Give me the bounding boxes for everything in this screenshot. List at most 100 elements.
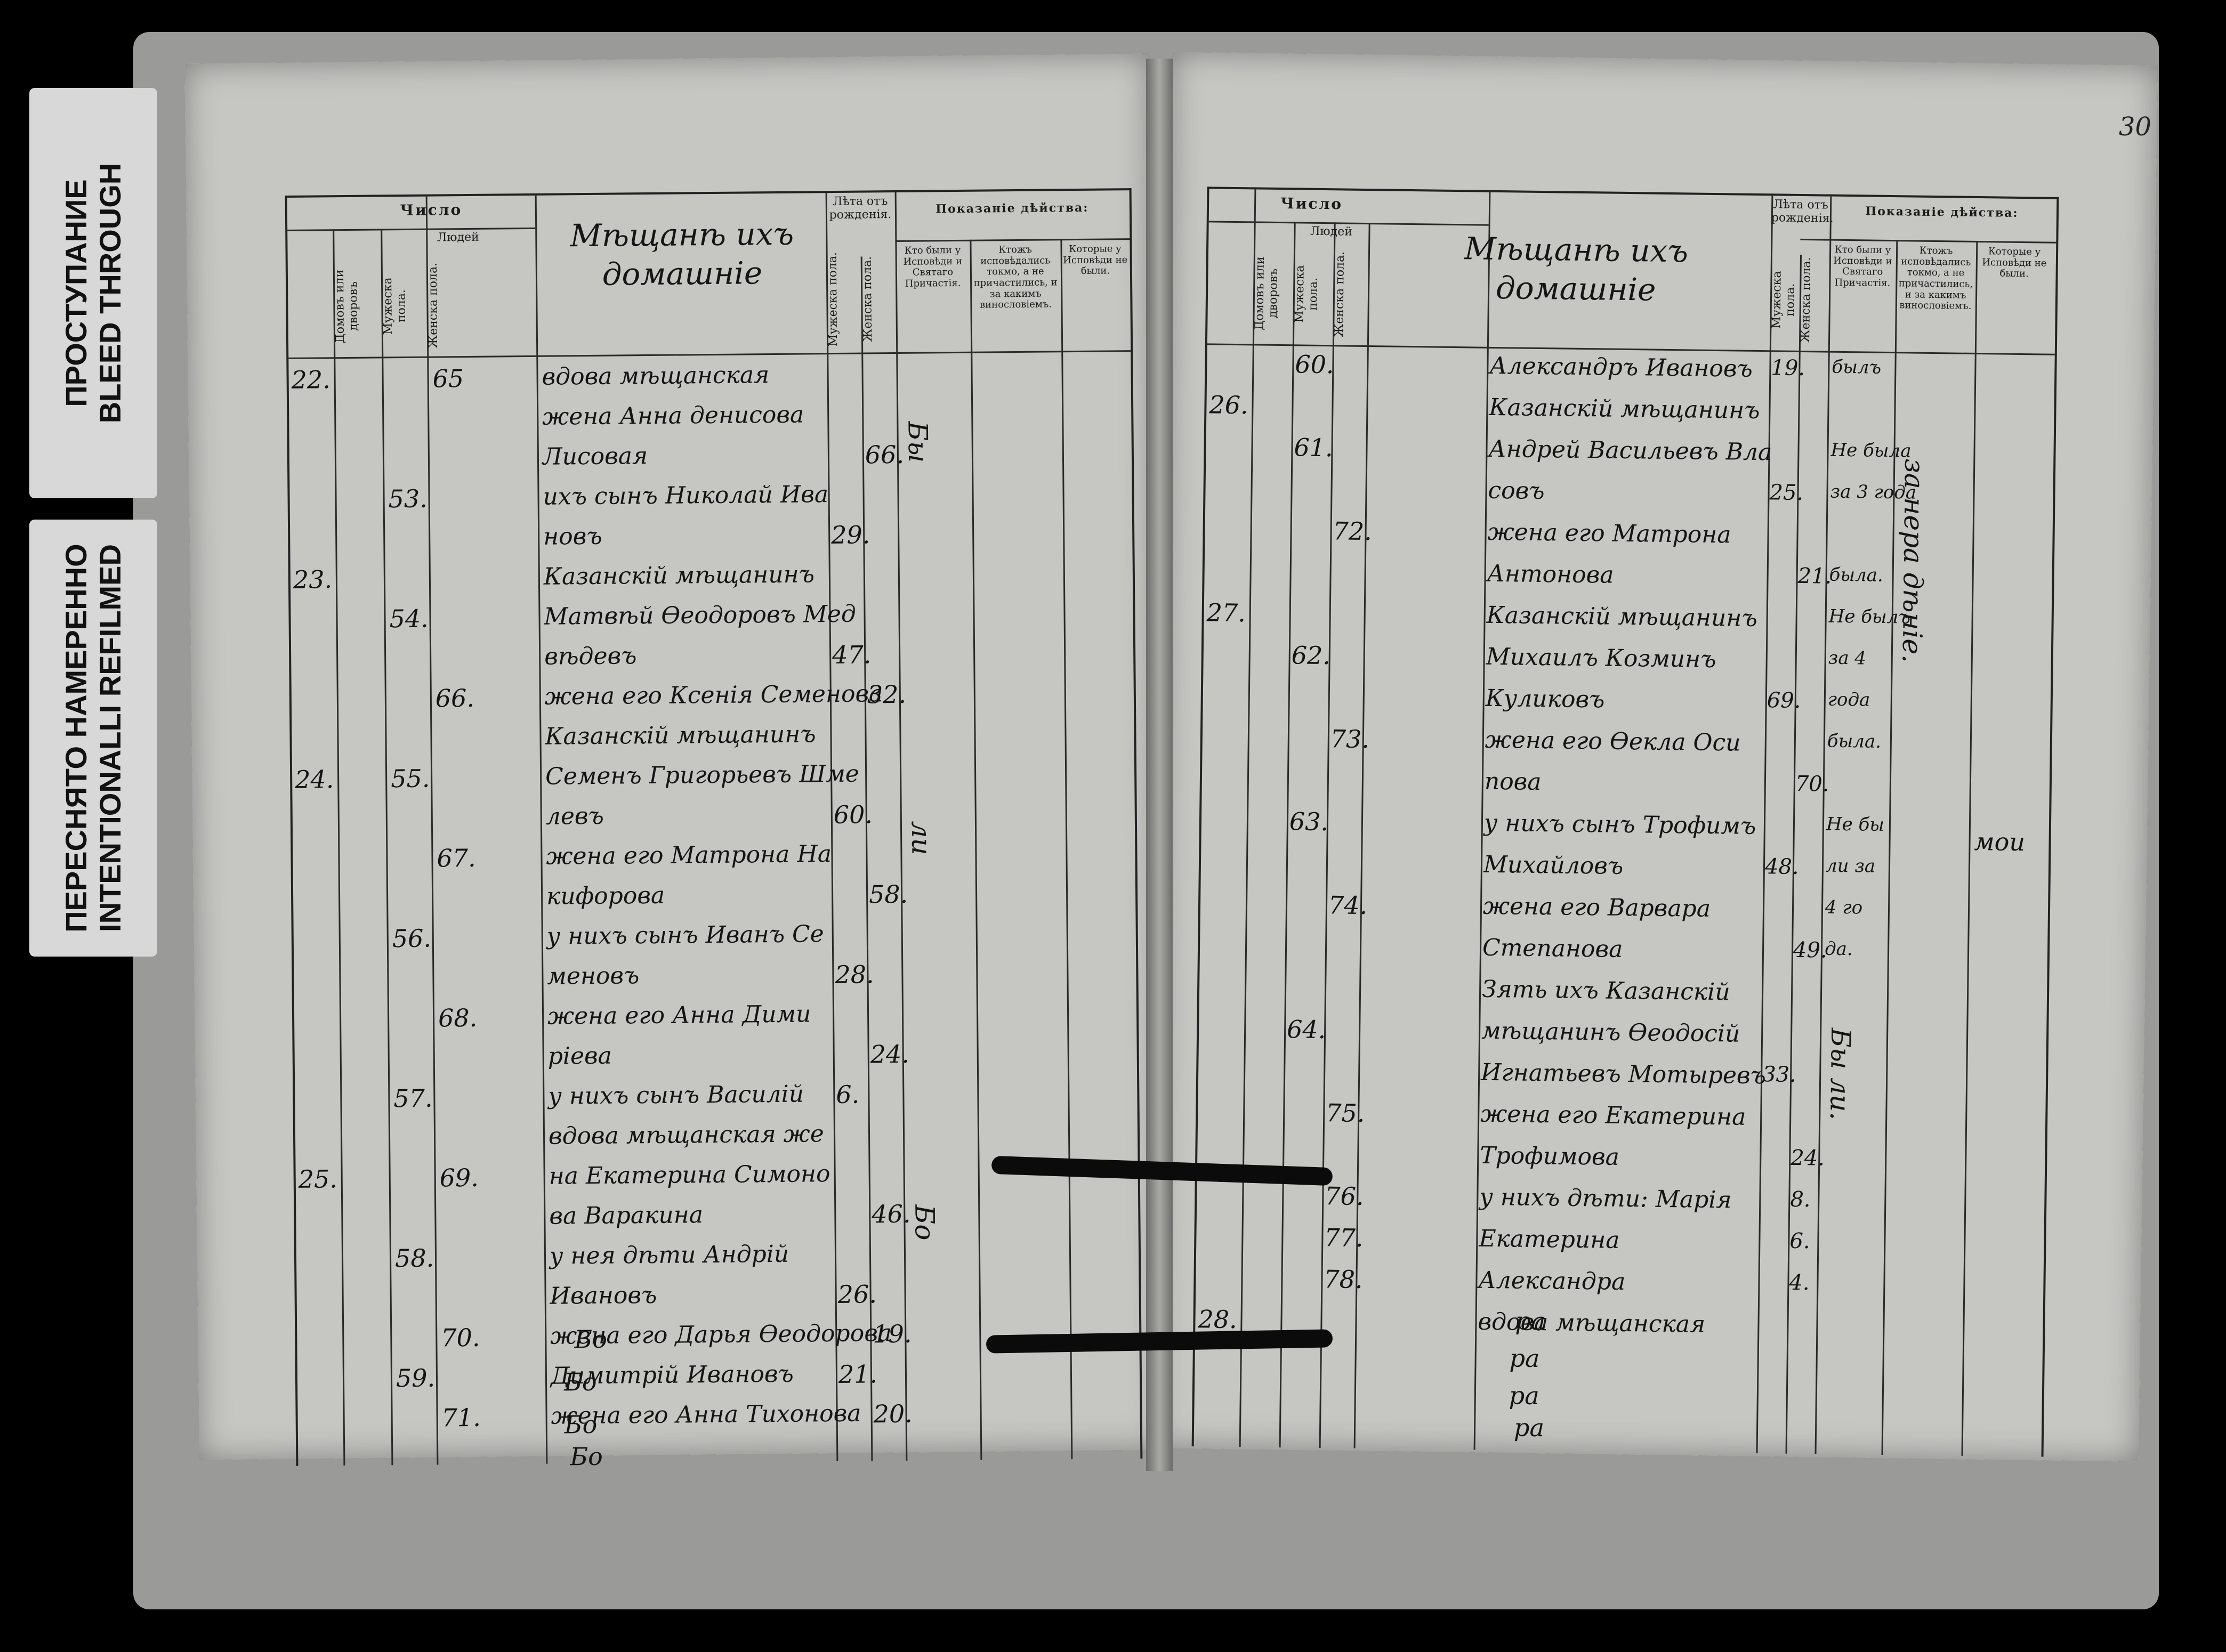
page-title: Мѣщанѣ ихъ домашніе [570,215,794,293]
person-name: Степанова [1482,934,1623,963]
attendance-note: была. [1827,730,1882,752]
person-name: жена его Анна Дими [547,1000,811,1030]
ledger-row: 64.мѣщанинъ Өеодосій [1199,1014,2047,1061]
header-leta: Лѣта отъ рожденія. [1771,198,1834,225]
person-name: жена его Екатерина [1480,1100,1746,1131]
header-rule [1800,238,2056,244]
note-ra: ра [1513,1413,1545,1443]
female-number: 76. [1325,1181,1364,1211]
person-name: у нихъ сынъ Трофимъ [1483,809,1756,840]
stamp-line: BLEED THROUGH [93,163,127,424]
attendance-note: за 4 [1828,647,1867,669]
person-name: ихъ сынъ Николай Ива [543,481,829,511]
person-name: ва Варакина [549,1201,704,1230]
person-name: Трофимова [1480,1141,1620,1171]
person-name: Матвѣй Өеодоровъ Мед [544,600,857,630]
margin-note: мои [1974,827,2026,857]
header-muzh-age: Мужеска пола. [1770,271,1797,329]
attendance-note: былъ [1832,356,1882,378]
ledger-row: Казанскій мѣщанинъ [292,718,1134,763]
header-kto-byli: Кто были у Исповѣди и Святаго Причастія. [903,244,963,289]
dvor-number: 24. [294,765,334,794]
female-number: 75. [1325,1098,1365,1128]
header-zhen-age: Женска пола. [1799,257,1813,343]
person-name: жена Анна денисова [542,401,804,431]
person-name: Казанскій мѣщанинъ [1489,393,1760,425]
person-name: вѣдевъ [544,642,637,670]
header-kotorye: Которые у Исповѣди не были. [1982,246,2047,280]
female-age: 24. [1791,1145,1825,1171]
female-number: 73. [1330,724,1370,754]
person-name: совъ [1488,476,1545,505]
female-age: 70. [1795,771,1829,797]
note-ra: ра [1509,1343,1540,1373]
female-number: 78. [1324,1265,1363,1294]
folio-number: 30 [2118,112,2151,142]
person-name: Александръ Ивановъ [1489,352,1753,383]
person-name: Казанскій мѣщанинъ [545,720,816,750]
person-name: Екатерина [1479,1225,1620,1254]
person-name: жена его Ксенія Семенова [544,680,883,710]
refilmed-stamp: ПЕРЕСНЯТО НАМЕРЕННО INTENTIONALLI REFILM… [29,520,157,957]
header-kto-ispov: Ктожъ исповѣдались токмо, а не причастил… [973,244,1058,311]
ledger-row: жена Анна денисова [289,398,1132,443]
person-name: Семенъ Григорьевъ Шме [545,760,860,790]
person-name: вдова мѣщанская [542,361,770,391]
person-name: жена его Варвара [1482,892,1711,922]
attendance-note: 4 го [1825,896,1863,919]
male-number: 54. [389,604,429,634]
female-number: 69. [439,1163,479,1193]
vertical-mark: за нера дѣніе. [1896,458,1930,663]
male-age: 26. [837,1280,877,1309]
person-name: на Екатерина Симоно [549,1160,830,1190]
stamp-line: ПРОСТУПАНИЕ [59,179,93,407]
header-pokazanie: Показаніе дѣйства: [1865,204,2019,220]
vertical-mark: ли [905,821,937,855]
male-number: 64. [1286,1015,1326,1044]
dvor-number: 25. [298,1164,338,1194]
header-dvorov: Домовъ или дворовъ [1253,256,1280,330]
header-leta: Лѣта отъ рожденія. [829,195,892,222]
female-age: 4. [1789,1270,1810,1295]
person-name: Александра [1478,1266,1626,1296]
male-age: 28. [835,960,874,990]
dvor-number: 22. [291,365,331,394]
female-number: 72. [1333,516,1373,546]
ledger-row: 26.Казанскій мѣщанинъ [1206,390,2054,438]
ledger-row: 54. Матвѣй Өеодоровъ Мед [291,598,1133,643]
male-number: 58. [394,1243,434,1273]
female-number: 68. [438,1003,478,1033]
male-age: 48. [1764,854,1799,879]
female-number: 65 [432,364,464,393]
attendance-note: Не бы [1826,813,1885,836]
note-ra: ра [1509,1381,1540,1411]
person-name: новъ [543,522,602,550]
male-age: 33. [1762,1062,1797,1087]
male-age: 21. [838,1359,878,1389]
ledger-row: 58.у нея дѣти Андрій [296,1237,1139,1282]
male-number: 62. [1291,641,1331,670]
vertical-mark: Бы ли. [1824,1027,1857,1121]
person-name: пова [1484,767,1542,796]
male-age: 19. [1771,355,1805,381]
attendance-note: года [1827,689,1870,711]
dvor-number: 28. [1198,1305,1238,1334]
male-number: 60. [1295,350,1334,379]
male-number: 56. [392,924,432,953]
person-name: у нихъ сынъ Василій [548,1080,804,1110]
ledger-row: 67.жена его Матрона На [293,838,1135,882]
stamp-line: INTENTIONALLI REFILMED [93,544,127,932]
note-bo: Бо [563,1367,597,1397]
ledger-row: пова 70. [1201,764,2050,812]
ledger-row: Зять ихъ Казанскій [1199,972,2047,1019]
